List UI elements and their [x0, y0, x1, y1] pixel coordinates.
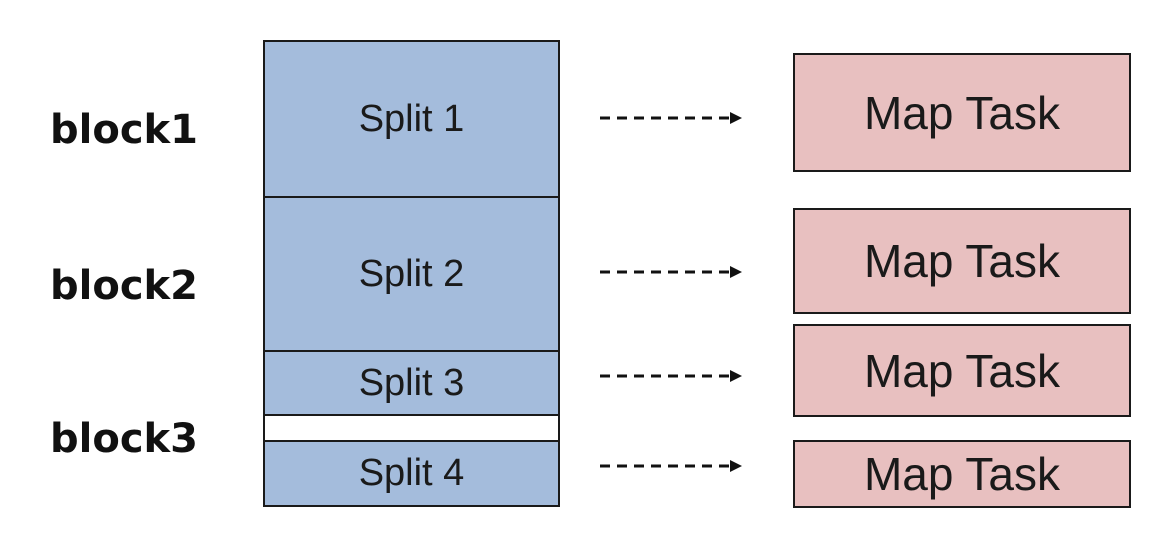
split-2-label: Split 2 — [358, 252, 465, 295]
map-task-2-box: Map Task — [793, 208, 1131, 314]
dashed-arrow-2 — [600, 266, 742, 278]
split-2-box: Split 2 — [263, 196, 560, 352]
map-task-4-box: Map Task — [793, 440, 1131, 508]
block-label-2: block2 — [50, 263, 198, 309]
map-task-1-box: Map Task — [793, 53, 1131, 172]
block-gap — [263, 414, 560, 442]
map-task-1-label: Map Task — [863, 86, 1061, 139]
split-1-label: Split 1 — [358, 97, 465, 140]
split-1-box: Split 1 — [263, 40, 560, 198]
block-label-3: block3 — [50, 416, 198, 462]
split-4-label: Split 4 — [358, 452, 465, 494]
split-4-box: Split 4 — [263, 440, 560, 507]
map-task-2-label: Map Task — [863, 235, 1061, 287]
dashed-arrow-4 — [600, 460, 742, 472]
map-task-4-label: Map Task — [863, 448, 1061, 500]
dashed-arrow-1 — [600, 112, 742, 124]
block-label-1: block1 — [50, 107, 198, 153]
dashed-arrow-3 — [600, 370, 742, 382]
split-3-box: Split 3 — [263, 350, 560, 416]
map-task-3-box: Map Task — [793, 324, 1131, 417]
split-3-label: Split 3 — [358, 361, 465, 404]
map-task-3-label: Map Task — [863, 344, 1061, 397]
